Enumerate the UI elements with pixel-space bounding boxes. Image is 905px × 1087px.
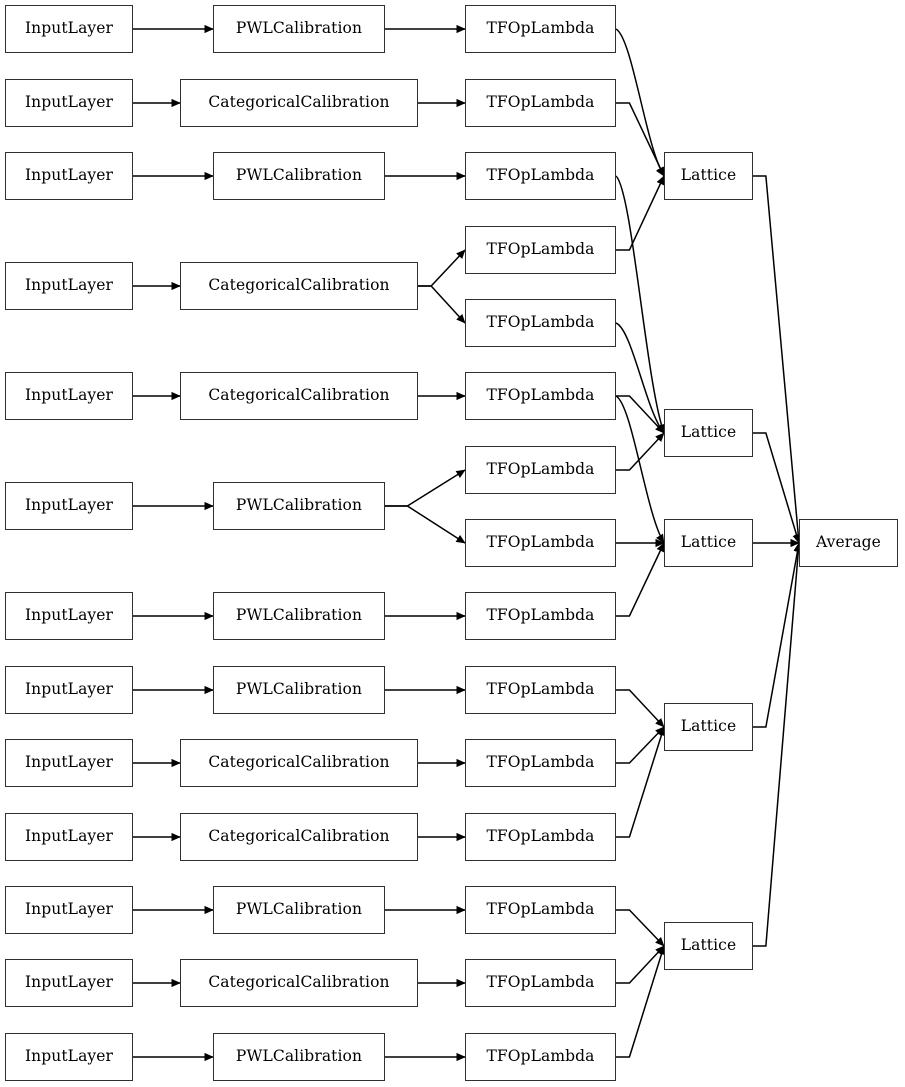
node-cal1[interactable]: PWLCalibration [213,5,385,53]
node-cal5[interactable]: CategoricalCalibration [180,372,418,420]
node-label: InputLayer [24,276,114,295]
node-label: CategoricalCalibration [208,973,390,992]
node-op10[interactable]: TFOpLambda [465,666,616,714]
node-in6[interactable]: InputLayer [5,482,133,530]
node-op8[interactable]: TFOpLambda [465,519,616,567]
node-in10[interactable]: InputLayer [5,813,133,861]
node-label: PWLCalibration [235,606,363,625]
node-op2[interactable]: TFOpLambda [465,79,616,127]
node-label: TFOpLambda [486,1047,595,1066]
node-label: PWLCalibration [235,900,363,919]
node-in5[interactable]: InputLayer [5,372,133,420]
node-label: InputLayer [24,386,114,405]
node-label: InputLayer [24,680,114,699]
node-label: PWLCalibration [235,1047,363,1066]
node-op4[interactable]: TFOpLambda [465,226,616,274]
node-label: InputLayer [24,606,114,625]
node-label: PWLCalibration [235,680,363,699]
node-op5[interactable]: TFOpLambda [465,299,616,347]
node-avg[interactable]: Average [799,519,898,567]
node-op14[interactable]: TFOpLambda [465,959,616,1007]
node-cal6[interactable]: PWLCalibration [213,482,385,530]
node-label: InputLayer [24,753,114,772]
node-lat5[interactable]: Lattice [664,922,753,970]
node-label: PWLCalibration [235,19,363,38]
node-lat3[interactable]: Lattice [664,519,753,567]
node-label: TFOpLambda [486,19,595,38]
node-label: PWLCalibration [235,166,363,185]
node-cal4[interactable]: CategoricalCalibration [180,262,418,310]
node-in7[interactable]: InputLayer [5,592,133,640]
node-lat1[interactable]: Lattice [664,152,753,200]
node-op7[interactable]: TFOpLambda [465,446,616,494]
node-label: TFOpLambda [486,973,595,992]
node-cal12[interactable]: CategoricalCalibration [180,959,418,1007]
node-label: TFOpLambda [486,93,595,112]
node-label: InputLayer [24,1047,114,1066]
node-op3[interactable]: TFOpLambda [465,152,616,200]
node-label: InputLayer [24,496,114,515]
node-op15[interactable]: TFOpLambda [465,1033,616,1081]
node-label: TFOpLambda [486,900,595,919]
node-label: Lattice [680,936,737,955]
node-cal2[interactable]: CategoricalCalibration [180,79,418,127]
node-label: PWLCalibration [235,496,363,515]
node-label: CategoricalCalibration [208,386,390,405]
node-label: CategoricalCalibration [208,276,390,295]
node-label: InputLayer [24,166,114,185]
node-cal13[interactable]: PWLCalibration [213,1033,385,1081]
node-op9[interactable]: TFOpLambda [465,592,616,640]
node-in9[interactable]: InputLayer [5,739,133,787]
node-lat2[interactable]: Lattice [664,409,753,457]
node-label: InputLayer [24,827,114,846]
node-in3[interactable]: InputLayer [5,152,133,200]
node-cal9[interactable]: CategoricalCalibration [180,739,418,787]
node-label: TFOpLambda [486,240,595,259]
node-label: CategoricalCalibration [208,827,390,846]
node-label: InputLayer [24,19,114,38]
node-in1[interactable]: InputLayer [5,5,133,53]
node-label: CategoricalCalibration [208,753,390,772]
node-label: Lattice [680,533,737,552]
node-cal3[interactable]: PWLCalibration [213,152,385,200]
node-label: TFOpLambda [486,606,595,625]
node-op11[interactable]: TFOpLambda [465,739,616,787]
node-cal11[interactable]: PWLCalibration [213,886,385,934]
node-in2[interactable]: InputLayer [5,79,133,127]
node-label: InputLayer [24,973,114,992]
node-lat4[interactable]: Lattice [664,703,753,751]
node-label: InputLayer [24,900,114,919]
node-op12[interactable]: TFOpLambda [465,813,616,861]
node-cal7[interactable]: PWLCalibration [213,592,385,640]
node-in11[interactable]: InputLayer [5,886,133,934]
node-label: Lattice [680,166,737,185]
node-label: Average [816,533,881,552]
node-label: InputLayer [24,93,114,112]
node-cal10[interactable]: CategoricalCalibration [180,813,418,861]
node-in13[interactable]: InputLayer [5,1033,133,1081]
node-in12[interactable]: InputLayer [5,959,133,1007]
node-label: Lattice [680,717,737,736]
node-in8[interactable]: InputLayer [5,666,133,714]
node-label: TFOpLambda [486,460,595,479]
node-label: TFOpLambda [486,166,595,185]
node-op6[interactable]: TFOpLambda [465,372,616,420]
node-label: TFOpLambda [486,680,595,699]
node-cal8[interactable]: PWLCalibration [213,666,385,714]
node-op1[interactable]: TFOpLambda [465,5,616,53]
node-label: Lattice [680,423,737,442]
node-label: CategoricalCalibration [208,93,390,112]
node-label: TFOpLambda [486,827,595,846]
node-in4[interactable]: InputLayer [5,262,133,310]
node-label: TFOpLambda [486,386,595,405]
node-op13[interactable]: TFOpLambda [465,886,616,934]
node-label: TFOpLambda [486,533,595,552]
node-label: TFOpLambda [486,753,595,772]
node-label: TFOpLambda [486,313,595,332]
